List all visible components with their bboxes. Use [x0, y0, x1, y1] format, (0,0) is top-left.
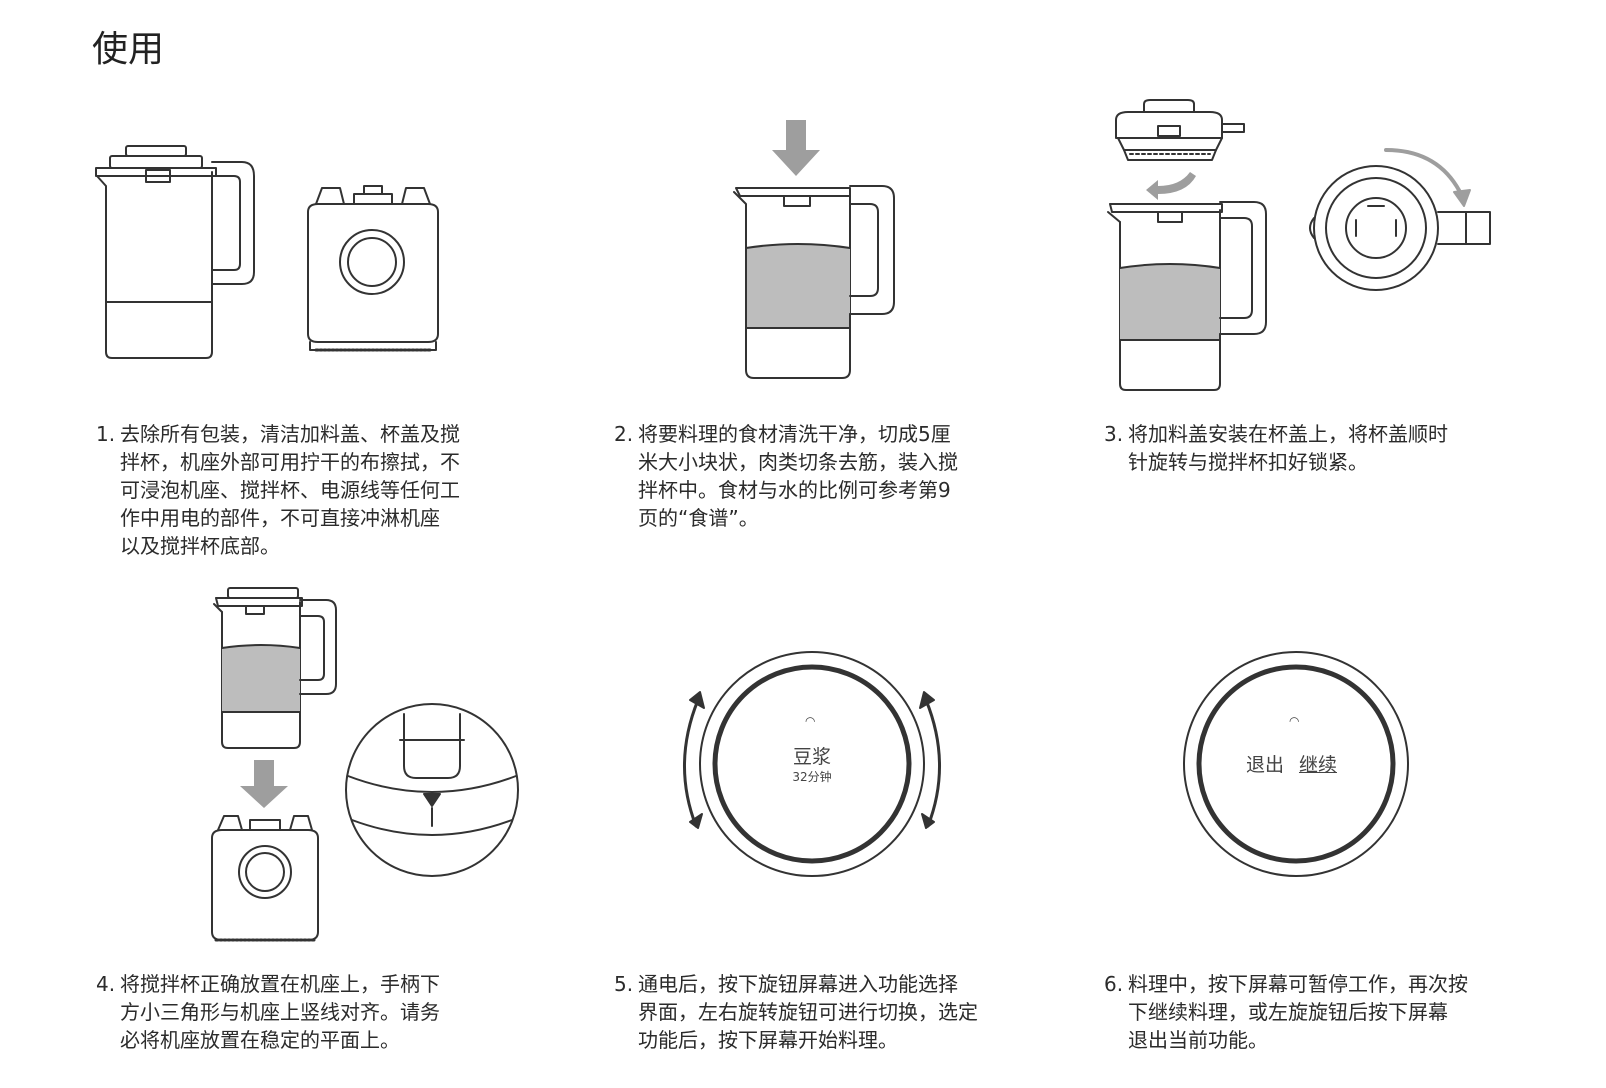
display-mode-label: 豆浆 [792, 746, 831, 768]
step6-knob-display [1183, 651, 1409, 877]
step1-jug-illustration [95, 145, 255, 359]
step5-knob-display [699, 651, 925, 877]
page-title: 使用 [92, 29, 165, 70]
step-3-text: 3.将加料盖安装在杯盖上，将杯盖顺时 针旋转与搅拌杯扣好锁紧。 [1104, 422, 1448, 474]
step3-topview-illustration [1309, 165, 1491, 291]
wifi-icon: ◠ [1289, 714, 1300, 728]
step-6-text: 6.料理中，按下屏幕可暂停工作，再次按 下继续料理，或左旋旋钮后按下屏幕 退出当… [1104, 972, 1468, 1052]
step3-lid-illustration [1115, 99, 1245, 161]
step4-base-illustration [211, 815, 319, 942]
step3-rotate-arrow-left [1146, 172, 1196, 200]
step-4-text: 4.将搅拌杯正确放置在机座上，手柄下 方小三角形与机座上竖线对齐。请务 必将机座… [96, 972, 440, 1052]
continue-option: 继续 [1298, 754, 1337, 776]
step5-arrow-right-bottom [921, 813, 935, 829]
step5-arrow-left-bottom [689, 813, 703, 829]
step3-jug-illustration [1107, 201, 1267, 391]
wifi-icon: ◠ [805, 714, 816, 728]
step3-rotate-arrow-right [1453, 189, 1471, 207]
step4-zoom-detail [345, 703, 519, 877]
exit-option: 退出 [1245, 754, 1284, 776]
step-1-text: 1.去除所有包装，清洁加料盖、杯盖及搅 拌杯，机座外部可用拧干的布擦拭，不 可浸… [96, 422, 460, 558]
step2-jug-illustration [733, 185, 895, 379]
step-5-text: 5.通电后，按下旋钮屏幕进入功能选择 界面，左右旋转旋钮可进行切换，选定 功能后… [614, 972, 978, 1052]
display-time-label: 32分钟 [792, 770, 832, 784]
step5-arrow-left-top [689, 691, 705, 709]
step1-base-illustration [307, 185, 439, 352]
step2-down-arrow [772, 120, 820, 176]
step4-jug-illustration [213, 587, 337, 749]
step4-down-arrow [240, 760, 288, 808]
step5-arrow-right-top [919, 691, 935, 709]
step-2-text: 2.将要料理的食材清洗干净，切成5厘 米大小块状，肉类切条去筋，装入搅 拌杯中。… [614, 422, 958, 530]
